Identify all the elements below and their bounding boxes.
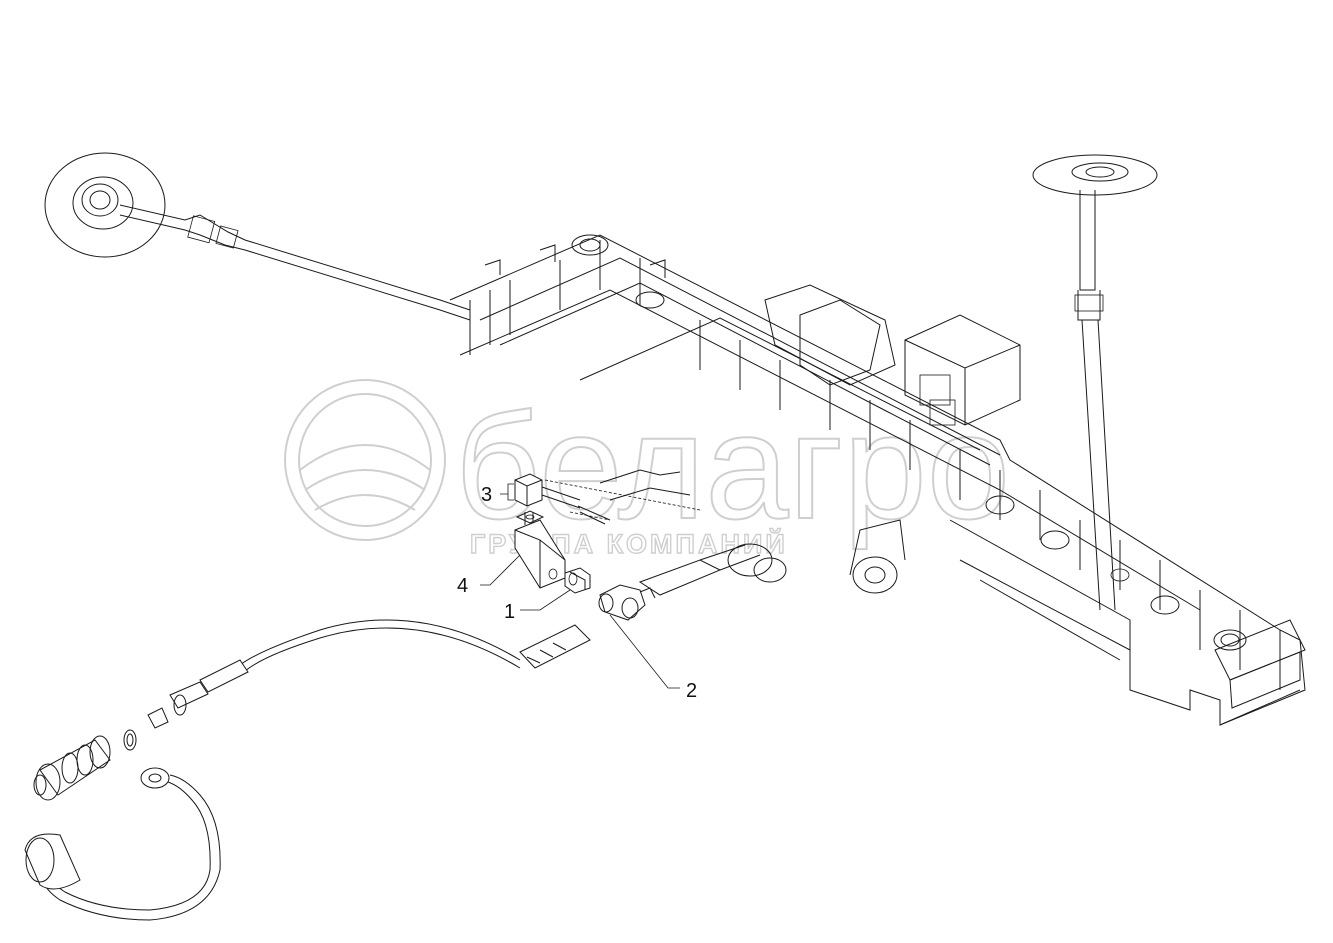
- right-disc-assembly: [1032, 154, 1158, 611]
- watermark-logo: [284, 379, 446, 541]
- connection-rods: [544, 469, 906, 596]
- main-frame: [449, 234, 1306, 726]
- watermark-brand: белагро: [455, 382, 1010, 550]
- part-3-block: [514, 473, 611, 525]
- part-2-elbow: [598, 584, 656, 621]
- callout-4: 4: [457, 575, 468, 597]
- left-disc-assembly: [44, 152, 471, 321]
- callout-leaders: [480, 483, 680, 689]
- center-housing: [764, 284, 1021, 426]
- callout-2: 2: [686, 680, 697, 702]
- hose-assembly: [24, 619, 591, 921]
- callout-3: 3: [481, 484, 492, 506]
- part-1-fitting: [564, 567, 591, 594]
- part-gasket: [515, 510, 545, 524]
- part-4-tee-block: [514, 512, 566, 589]
- callout-1: 1: [504, 601, 515, 623]
